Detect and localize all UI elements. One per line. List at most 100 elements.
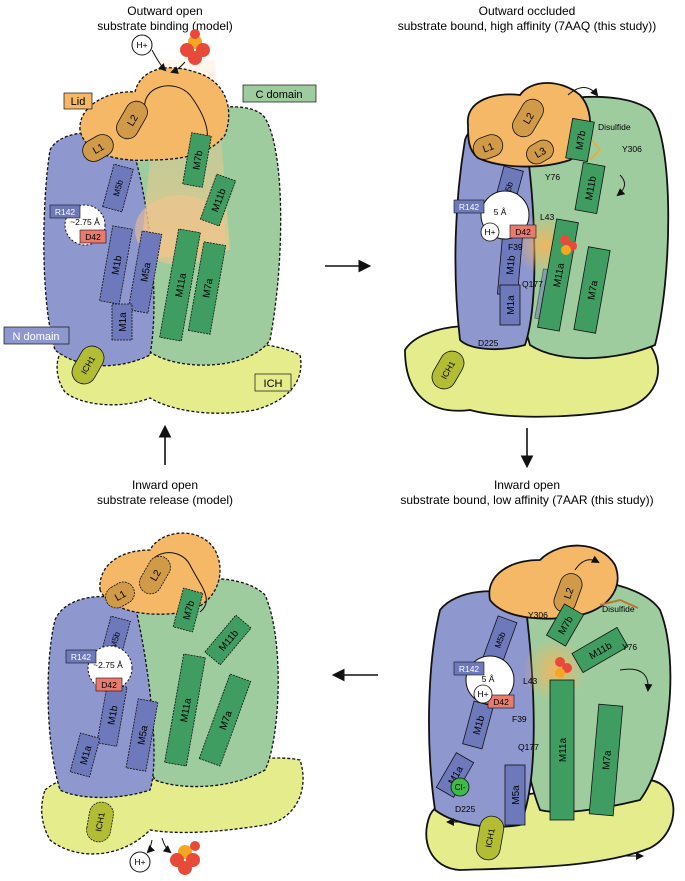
svg-text:H+: H+ [484, 227, 495, 237]
svg-text:H+: H+ [136, 40, 147, 50]
svg-text:M7b: M7b [191, 149, 205, 170]
substrate-icon [555, 657, 572, 678]
distance-label: ~2.75 Å [70, 217, 100, 227]
y76-label: Y76 [545, 172, 560, 182]
distance-label: ~2.75 Å [93, 660, 123, 670]
distance-label: 5 Å [482, 674, 495, 684]
disulfide-label: Disulfide [602, 604, 635, 614]
helix-m5a: M5a [504, 764, 526, 826]
helix-m7a: M7a [573, 246, 611, 334]
rotation-arrow [616, 174, 626, 197]
c-domain-label: C domain [255, 89, 302, 101]
svg-text:L2: L2 [149, 568, 164, 584]
svg-text:ICH1: ICH1 [93, 811, 106, 832]
svg-text:M11a: M11a [552, 262, 567, 288]
proton-icon [131, 34, 153, 56]
helix-ich1: ICH1 [475, 815, 505, 861]
n-domain [47, 595, 155, 799]
q177-label: Q177 [522, 279, 543, 289]
d225-label: D225 [478, 338, 499, 348]
helix-m7b: M7b [172, 587, 204, 633]
d42-box [79, 229, 107, 244]
lid-motion-arrow [567, 87, 599, 97]
proton-arrow [151, 49, 167, 72]
r142-label: R142 [459, 202, 480, 212]
svg-text:L2: L2 [562, 586, 576, 601]
svg-text:M11a: M11a [558, 737, 569, 762]
panel-outward-occluded: Outward occluded substrate bound, high a… [398, 4, 670, 418]
n-domain-label: N domain [12, 331, 59, 343]
proton-icon [129, 851, 151, 873]
helix-l1: L1 [82, 134, 114, 162]
helix-ich1: ICH1 [431, 350, 465, 390]
helix-m5b: M5b [102, 163, 134, 213]
d225-label: D225 [455, 804, 476, 814]
svg-text:M7b: M7b [574, 129, 588, 150]
panel-outward-open: Outward open substrate binding (model) L… [3, 4, 317, 414]
title-line2: substrate binding (model) [97, 19, 232, 33]
f39-label: F39 [508, 242, 523, 252]
svg-text:M1a: M1a [79, 744, 95, 766]
d42-label: D42 [493, 697, 509, 707]
panel-inward-open-release: Inward open substrate release (model) L2… [41, 478, 304, 875]
helix-l2: L2 [512, 98, 544, 138]
substrate-icon [560, 235, 577, 255]
svg-text:M5a: M5a [511, 785, 522, 805]
title-line2: substrate bound, high affinity (7AAQ (th… [398, 19, 657, 33]
title-line1: Inward open [132, 478, 198, 492]
helix-m7a: M7a [588, 703, 624, 817]
helix-m1a: M1a [69, 732, 101, 778]
y306-label: Y306 [528, 610, 548, 620]
lid-label: Lid [71, 96, 86, 108]
svg-text:M7a: M7a [201, 277, 215, 298]
rotation-arrow [619, 668, 653, 692]
svg-text:M7b: M7b [182, 599, 198, 621]
svg-text:L1: L1 [91, 142, 107, 157]
svg-text:M7a: M7a [601, 750, 614, 771]
r142-label: R142 [55, 207, 76, 217]
helix-m7b: M7b [565, 117, 595, 163]
c-domain-tag [242, 84, 317, 103]
helix-m11b: M11b [574, 161, 606, 215]
r142-box [49, 204, 81, 219]
title-line1: Inward open [494, 478, 560, 492]
n-domain-tag [3, 326, 70, 345]
svg-text:M1b: M1b [505, 255, 518, 276]
helix-m1a: M1a [499, 284, 521, 326]
helix-m11b: M11b [204, 614, 252, 666]
helix-m1b: M1b [462, 700, 494, 750]
substrate-arrow [170, 61, 186, 74]
proton-release-arrow [146, 839, 156, 854]
svg-text:M1a: M1a [506, 295, 517, 315]
helix-ich1: ICH1 [71, 345, 105, 385]
helix-l3: L3 [526, 139, 554, 165]
svg-text:H+: H+ [134, 857, 145, 867]
q177-label: Q177 [518, 742, 539, 752]
helix-m5a: M5a [127, 230, 163, 314]
svg-text:M1b: M1b [106, 704, 120, 725]
f39-label: F39 [512, 714, 527, 724]
disulfide-bond [599, 598, 639, 609]
svg-text:L2: L2 [126, 113, 141, 129]
substrate-icon [180, 29, 210, 65]
svg-text:M5b: M5b [108, 630, 122, 649]
helix-l1: L1 [105, 581, 135, 609]
svg-text:H+: H+ [477, 689, 488, 699]
title-line1: Outward occluded [479, 4, 576, 18]
helix-m11a: M11a [549, 679, 575, 821]
title-line1: Outward open [127, 4, 202, 18]
svg-text:M11b: M11b [584, 175, 599, 201]
proton-icon [473, 684, 493, 704]
helix-m1a: M1a [111, 303, 133, 341]
lid-domain [488, 544, 619, 620]
helix-m7b: M7b [182, 132, 212, 188]
svg-text:L3: L3 [533, 146, 549, 161]
helix-m7a: M7a [187, 241, 227, 335]
helix-l2: L2 [553, 573, 583, 613]
svg-text:M5a: M5a [136, 724, 150, 745]
d42-box [95, 677, 123, 692]
l43-label: L43 [523, 676, 537, 686]
substrate-release-arrow [161, 837, 172, 854]
helix-m11a: M11a [159, 228, 201, 342]
